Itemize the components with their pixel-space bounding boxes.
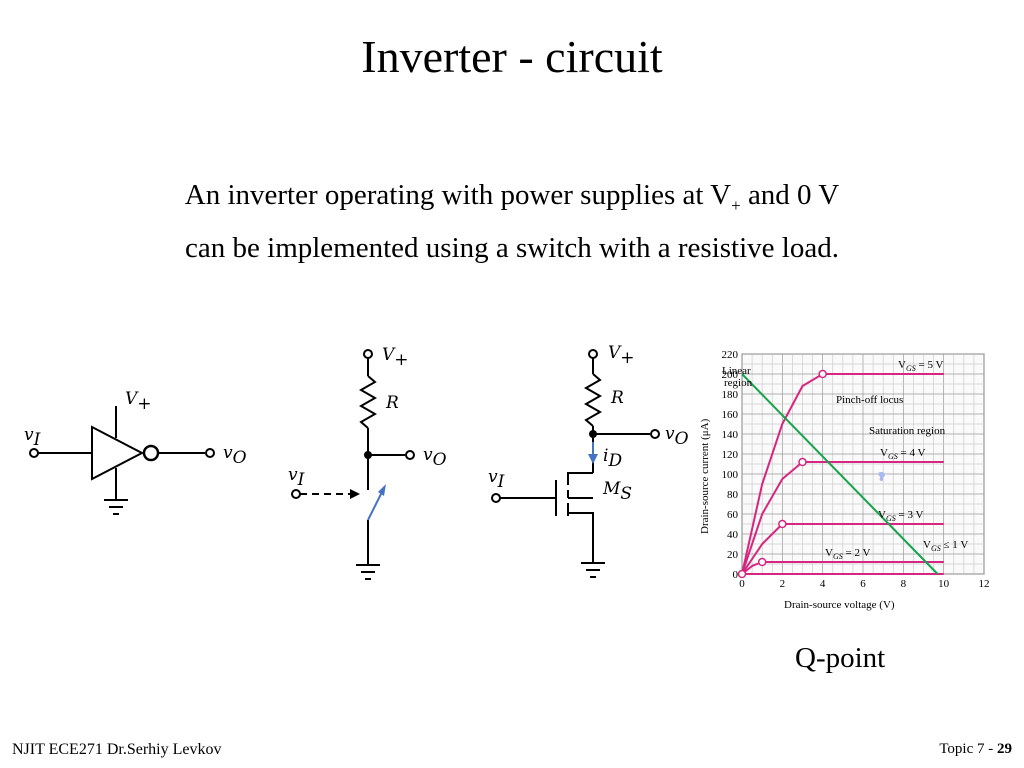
body-line-1-start: An inverter operating with power supplie… bbox=[184, 179, 732, 211]
vgs4-label: VGS = 4 V bbox=[880, 447, 925, 461]
mosfet-vin-label: vI bbox=[488, 467, 505, 492]
inverter-vout-sub: O bbox=[233, 448, 247, 468]
mosfet-resistor-label: R bbox=[610, 388, 624, 408]
mosfet-vout-sub: O bbox=[675, 429, 689, 449]
mosfet-resistor-circuit: V+ R iD MS vI vO bbox=[488, 343, 689, 578]
mosfet-transistor-label: MS bbox=[602, 479, 632, 504]
body-line-1-end: and 0 V bbox=[740, 179, 840, 211]
inverter-vout-label: vO bbox=[223, 443, 247, 468]
y-tick-label: 220 bbox=[722, 349, 739, 361]
question-mark-icon: ? bbox=[878, 470, 886, 484]
mosfet-vplus-label: V+ bbox=[608, 343, 635, 368]
y-tick-label: 20 bbox=[727, 549, 739, 561]
mosfet-transistor-sub: S bbox=[620, 484, 632, 504]
linear-region-label-2: region bbox=[724, 377, 753, 389]
inverter-vin-sub: I bbox=[33, 430, 41, 450]
footer-page-number: Topic 7 - 29 bbox=[939, 741, 1012, 758]
y-tick-label: 160 bbox=[722, 409, 739, 421]
body-line-1: An inverter operating with power supplie… bbox=[0, 174, 1024, 227]
y-tick-label: 180 bbox=[722, 389, 739, 401]
vgs-curve bbox=[741, 523, 944, 575]
x-tick-label: 12 bbox=[979, 578, 990, 590]
y-tick-label: 40 bbox=[727, 529, 739, 541]
slide-body-text: An inverter operating with power supplie… bbox=[0, 174, 1024, 269]
switch-vin-label: vI bbox=[288, 465, 305, 490]
y-tick-label: 100 bbox=[722, 469, 739, 481]
footer-course-info: NJIT ECE271 Dr.Serhiy Levkov bbox=[12, 741, 222, 758]
switch-vplus-sub: + bbox=[394, 350, 408, 370]
inverter-vin-label: vI bbox=[24, 425, 41, 450]
slide-title: Inverter - circuit bbox=[361, 31, 663, 82]
vgs-curve bbox=[741, 373, 944, 575]
mosfet-vin-sub: I bbox=[497, 472, 505, 492]
y-tick-label: 200 bbox=[722, 369, 739, 381]
y-tick-label: 80 bbox=[727, 489, 739, 501]
inverter-vplus-label: V+ bbox=[125, 389, 152, 414]
footer-page: 29 bbox=[997, 741, 1012, 757]
x-tick-label: 8 bbox=[901, 578, 907, 590]
body-line-2: can be implemented using a switch with a… bbox=[185, 231, 839, 264]
vplus-subscript: + bbox=[731, 195, 741, 215]
pinchoff-point bbox=[818, 369, 827, 379]
y-tick-label: 140 bbox=[722, 429, 739, 441]
x-tick-label: 10 bbox=[938, 578, 950, 590]
x-tick-label: 6 bbox=[860, 578, 866, 590]
switch-vin-sub: I bbox=[297, 470, 305, 490]
y-axis-label: Drain-source current (μA) bbox=[699, 418, 711, 534]
chart-curves bbox=[737, 369, 944, 579]
pinchoff-point bbox=[798, 457, 807, 467]
x-tick-label: 0 bbox=[739, 578, 745, 590]
vgs3-label: VGS = 3 V bbox=[878, 509, 923, 523]
pinchoff-point bbox=[737, 569, 747, 579]
vgs-curve bbox=[741, 561, 944, 575]
x-axis-label: Drain-source voltage (V) bbox=[784, 599, 895, 611]
switch-vout-sub: O bbox=[433, 450, 447, 470]
inverter-symbol-circuit: V+ vI vO bbox=[24, 389, 247, 515]
pinchoff-point bbox=[778, 519, 787, 529]
y-tick-label: 0 bbox=[733, 569, 739, 581]
pinchoff-point bbox=[757, 557, 767, 567]
vgs2-label: VGS = 2 V bbox=[825, 547, 870, 561]
switch-resistor-label: R bbox=[385, 393, 399, 413]
switch-vplus-label: V+ bbox=[382, 345, 409, 370]
chart-grid bbox=[741, 353, 985, 575]
mosfet-drain-current-sub: D bbox=[607, 451, 622, 471]
y-tick-label: 60 bbox=[727, 509, 739, 521]
switch-vout-label: vO bbox=[423, 445, 447, 470]
inverter-vplus-sub: + bbox=[137, 394, 151, 414]
x-tick-label: 2 bbox=[780, 578, 786, 590]
pinchoff-locus-label: Pinch-off locus bbox=[836, 394, 903, 406]
switch-resistor-circuit: V+ R vI vO bbox=[288, 345, 447, 580]
load-line bbox=[741, 373, 939, 575]
mosfet-vplus-sub: + bbox=[620, 348, 634, 368]
footer-topic: Topic 7 - bbox=[939, 741, 997, 757]
linear-region-label: Linear bbox=[722, 365, 751, 377]
saturation-region-label: Saturation region bbox=[869, 425, 946, 437]
vgs5-label: VGS = 5 V bbox=[898, 359, 943, 373]
mosfet-vout-label: vO bbox=[665, 424, 689, 449]
x-tick-label: 4 bbox=[820, 578, 826, 590]
svg-text:?: ? bbox=[879, 471, 885, 483]
vgs-curve bbox=[741, 461, 944, 575]
mosfet-drain-current-label: iD bbox=[603, 446, 622, 471]
y-tick-label: 120 bbox=[722, 449, 739, 461]
vgs1-label: VGS ≤ 1 V bbox=[923, 539, 968, 553]
q-point-caption: Q-point bbox=[795, 642, 886, 674]
